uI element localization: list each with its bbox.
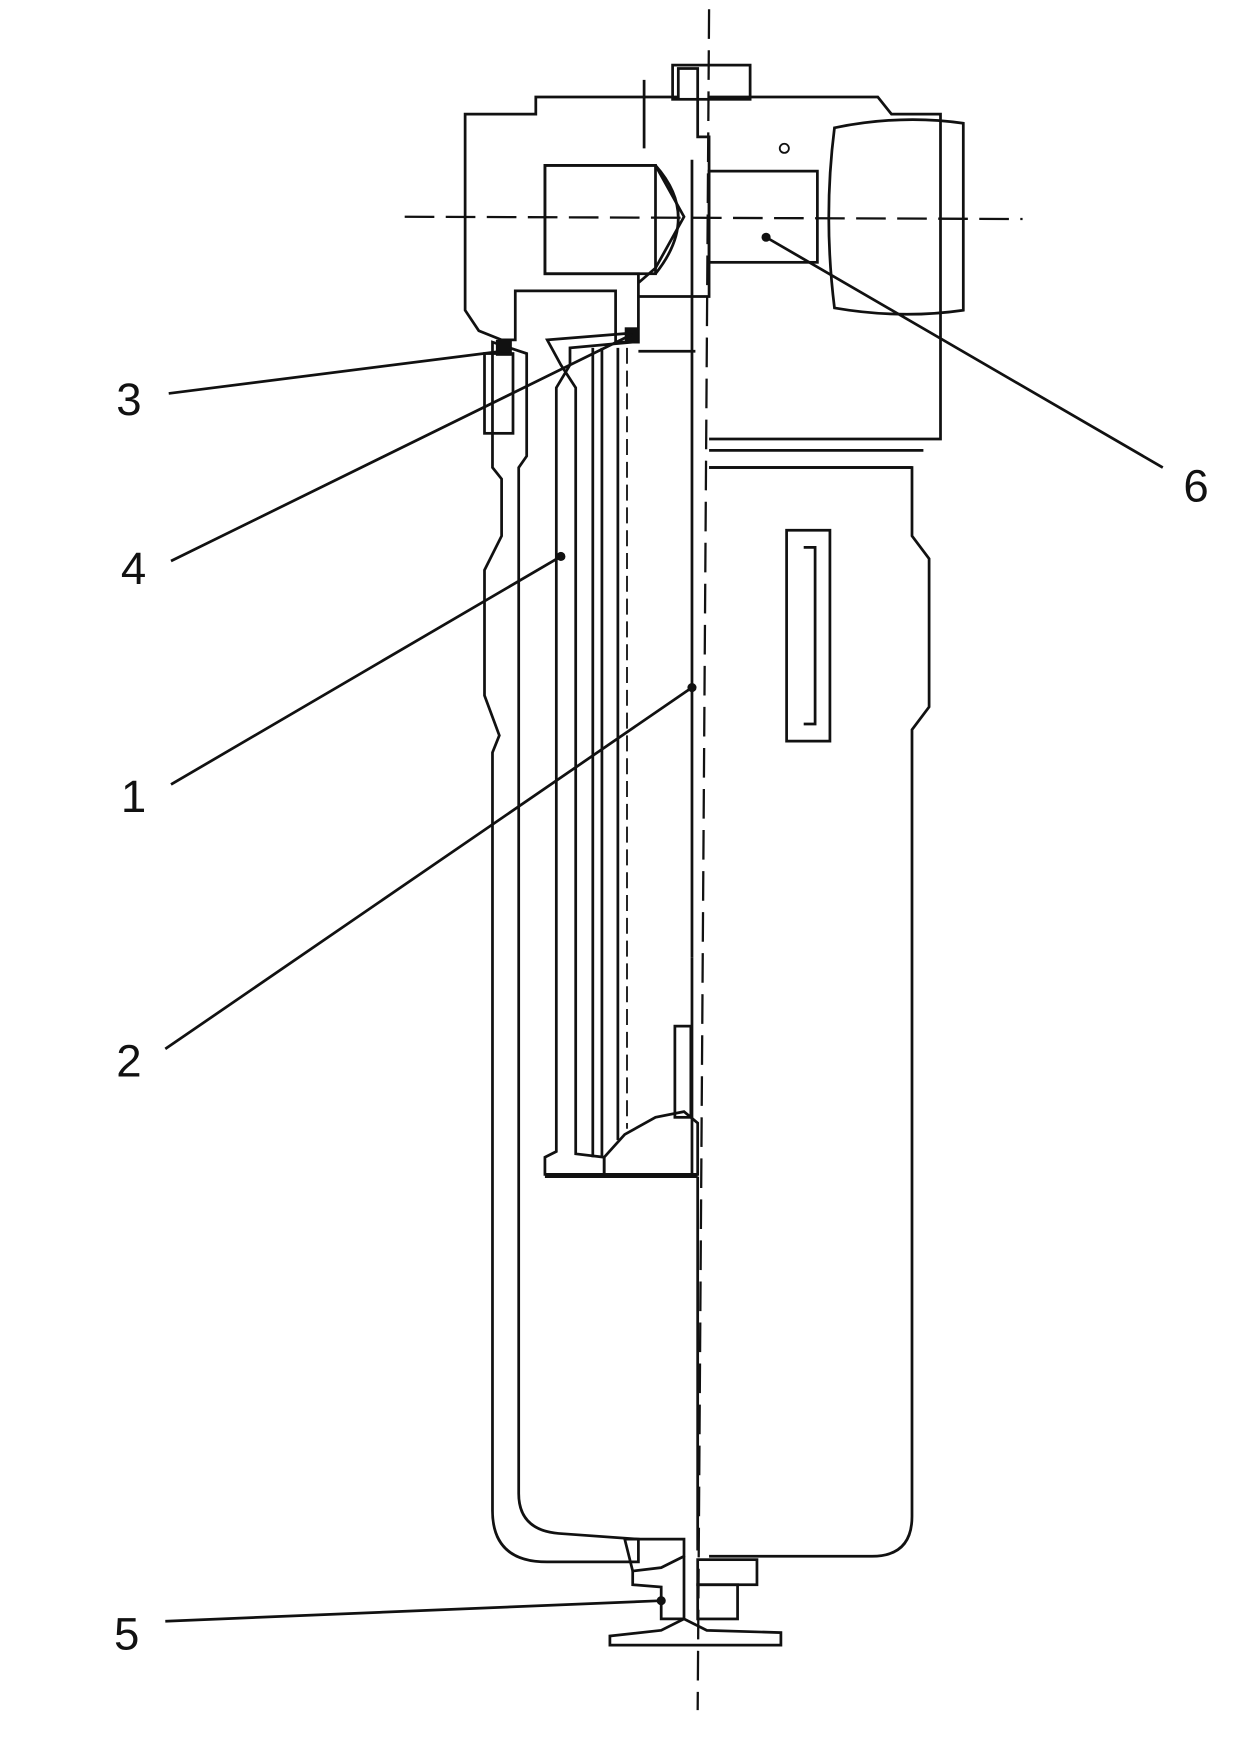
center-axis [696,9,711,1711]
label-3: 3 [116,374,141,425]
label-4: 4 [121,543,146,594]
head-exterior [707,95,965,469]
sight-window [785,528,832,743]
label-6: 6 [1183,461,1208,512]
label-1: 1 [121,771,146,822]
filter-element [543,159,700,1551]
bowl-wall-section [483,340,640,1564]
outlet-port [827,118,965,316]
port-axis [404,215,1023,221]
label-2: 2 [116,1035,141,1086]
label-5: 5 [114,1609,139,1660]
leader-lines [164,232,1164,1623]
bowl-exterior [709,466,931,1558]
head-section [463,63,752,344]
